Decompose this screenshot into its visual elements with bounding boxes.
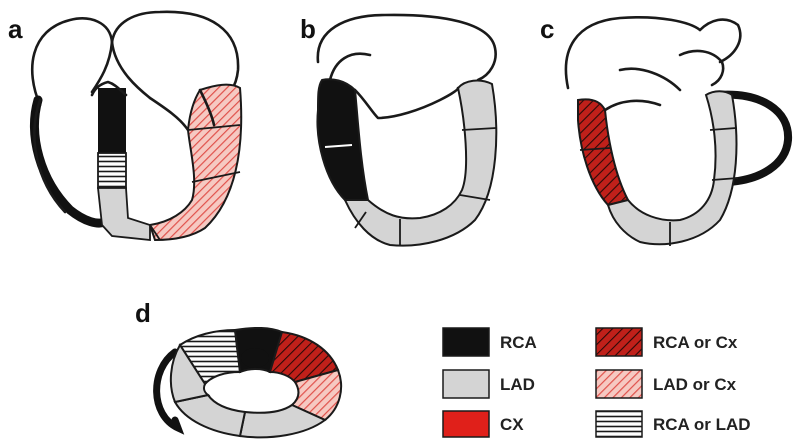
legend-label-lad-or-cx: LAD or Cx [653, 375, 737, 394]
legend-swatch-rca [443, 328, 489, 356]
septum-mid-rca-or-lad [98, 153, 126, 188]
septum-apical-lad [98, 188, 150, 240]
panel-d-short-axis-view: d [135, 298, 341, 437]
legend-label-lad: LAD [500, 375, 535, 394]
panel-a-four-chamber-view: a [8, 12, 241, 240]
septum-basal-rca [98, 88, 126, 153]
panel-label-b: b [300, 14, 316, 44]
panel-label-c: c [540, 14, 554, 44]
legend: RCA LAD CX RCA or Cx LAD or Cx RCA or LA… [443, 328, 751, 437]
legend-swatch-lad-or-cx [596, 370, 642, 398]
panel-c-long-axis-view: c [540, 14, 788, 246]
panel-b-two-chamber-view: b [300, 14, 496, 246]
ring-segment-lad-septal [175, 395, 245, 436]
legend-label-rca: RCA [500, 333, 537, 352]
septum-rca-or-cx [578, 99, 628, 205]
panel-label-a: a [8, 14, 23, 44]
panel-label-d: d [135, 298, 151, 328]
legend-swatch-rca-or-lad [596, 411, 642, 437]
legend-swatch-cx [443, 411, 489, 437]
rv-free-wall-rca [35, 100, 105, 223]
legend-label-cx: CX [500, 415, 524, 434]
legend-label-rca-or-cx: RCA or Cx [653, 333, 738, 352]
legend-swatch-rca-or-cx [596, 328, 642, 356]
apical-posterior-wall-lad [608, 91, 736, 244]
legend-label-rca-or-lad: RCA or LAD [653, 415, 751, 434]
legend-swatch-lad [443, 370, 489, 398]
